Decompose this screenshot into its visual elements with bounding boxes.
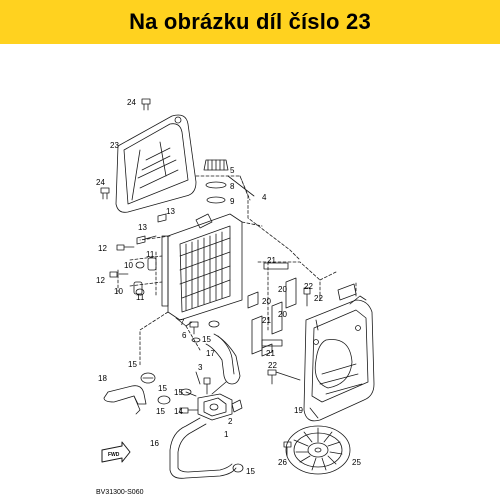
callout-10a: 10: [124, 261, 133, 270]
clamp-15-bottom: [232, 463, 244, 473]
callout-16: 16: [150, 439, 159, 448]
callout-15f: 15: [246, 467, 255, 476]
bolt-26: [283, 441, 292, 457]
bracket-19: [337, 283, 357, 301]
callout-5: 5: [230, 166, 235, 175]
radiator-cap: [203, 159, 229, 171]
clamp-15-mid: [157, 388, 192, 405]
leaders-bolts: [117, 251, 163, 297]
callout-24b: 24: [96, 178, 105, 187]
callout-21b: 21: [262, 316, 271, 325]
grommet-11-upper: [147, 257, 157, 271]
callout-22b: 22: [314, 294, 323, 303]
hose-20-right: [285, 277, 297, 309]
leaders-thermostat: [185, 371, 227, 397]
callout-21a: 21: [267, 256, 276, 265]
hose-17: [205, 333, 241, 385]
clamp-15-left: [140, 372, 156, 384]
radiator: [161, 213, 243, 327]
callout-15d: 15: [174, 388, 183, 397]
callout-7: 7: [180, 318, 185, 327]
callout-3: 3: [198, 363, 203, 372]
leader-4: [195, 175, 301, 261]
callout-17: 17: [206, 349, 215, 358]
callout-24: 24: [127, 98, 136, 107]
hose-21-upper: [263, 262, 289, 270]
callout-10b: 10: [114, 287, 123, 296]
callout-6: 6: [182, 331, 187, 340]
bolt-13-upper: [157, 213, 167, 223]
cap-gasket: [205, 181, 227, 189]
callout-15c: 15: [158, 384, 167, 393]
hose-fitting-2: [231, 399, 243, 413]
callout-22c: 22: [268, 361, 277, 370]
callout-4: 4: [262, 193, 267, 202]
title-banner: Na obrázku díl číslo 23: [0, 0, 500, 44]
callout-14: 14: [174, 407, 183, 416]
callout-11b: 11: [136, 293, 145, 302]
callout-12b: 12: [96, 276, 105, 285]
hose-21-bend: [261, 339, 283, 347]
callout-1: 1: [224, 430, 229, 439]
bolt-24-left: [100, 187, 110, 200]
bolt-24-top: [141, 98, 151, 111]
leaders-hoses: [257, 261, 321, 331]
callout-9: 9: [230, 197, 235, 206]
grommet-10-lower: [135, 288, 145, 296]
callout-22a: 22: [304, 282, 313, 291]
bolt-22-upper: [303, 287, 311, 307]
fwd-label: FWD: [108, 452, 120, 458]
callout-19: 19: [294, 406, 303, 415]
callout-2: 2: [228, 417, 233, 426]
drawing-code: BV31300-S060: [96, 489, 144, 496]
callout-26: 26: [278, 458, 287, 467]
hose-20-upper: [247, 291, 259, 309]
bolt-12-upper: [116, 244, 135, 251]
grommet-11-lower: [133, 281, 143, 295]
o-ring: [206, 196, 226, 204]
bolt-14: [179, 407, 199, 414]
leader-4-line: [227, 175, 255, 197]
washer: [191, 337, 201, 343]
hose-16: [169, 417, 237, 479]
callout-23: 23: [110, 141, 119, 150]
callout-20b: 20: [262, 297, 271, 306]
bolt-12-lower: [109, 271, 129, 278]
callout-20a: 20: [278, 285, 287, 294]
callout-13b: 13: [138, 223, 147, 232]
bracket-18: [103, 385, 147, 415]
grommet-10-upper: [135, 261, 145, 269]
banner-text: Na obrázku díl číslo 23: [129, 9, 371, 34]
clamp-15-upper: [208, 320, 220, 328]
thermostat-housing: [197, 393, 233, 421]
radiator-cover: [115, 114, 197, 213]
hose-21-lower: [251, 315, 263, 355]
callout-15b: 15: [128, 360, 137, 369]
leaders-radiator: [139, 221, 263, 366]
callout-8: 8: [230, 182, 235, 191]
bolt-13-mid: [136, 235, 157, 245]
cooling-fan: [285, 425, 351, 475]
callout-18: 18: [98, 374, 107, 383]
callout-15a: 15: [202, 335, 211, 344]
callout-11a: 11: [146, 250, 155, 259]
callout-15e: 15: [156, 407, 165, 416]
callout-20c: 20: [278, 310, 287, 319]
callout-13a: 13: [166, 207, 175, 216]
fwd-arrow-icon: [101, 441, 131, 463]
bolt-22-lower: [267, 369, 301, 385]
callout-12a: 12: [98, 244, 107, 253]
callout-25: 25: [352, 458, 361, 467]
hose-20-lower: [261, 301, 283, 357]
bolt-3: [203, 377, 211, 395]
drain-bolt: [189, 321, 199, 335]
fan-shroud: [303, 295, 375, 422]
callout-21c: 21: [266, 349, 275, 358]
